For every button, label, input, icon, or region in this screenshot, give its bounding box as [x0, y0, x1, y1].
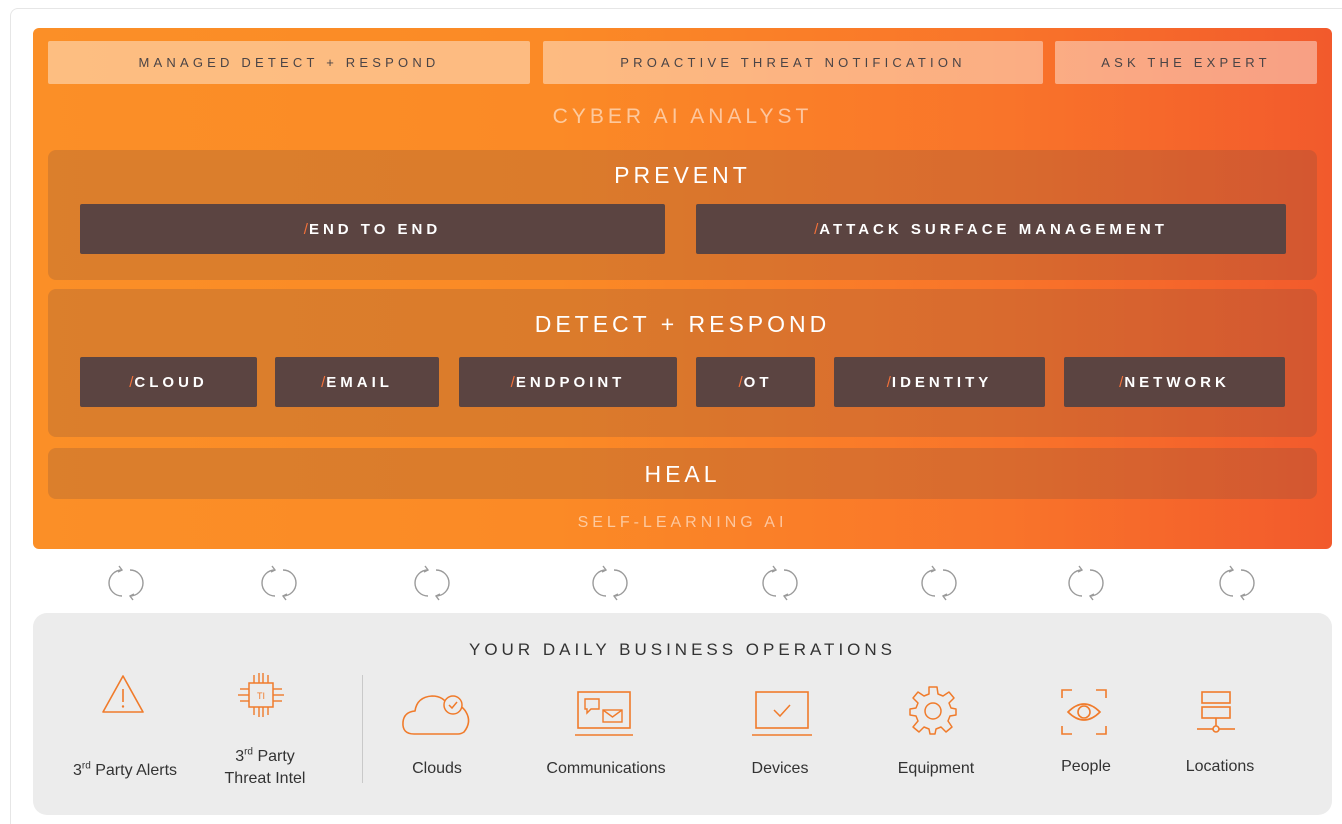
slash-mark: / — [303, 220, 308, 238]
cycle-icon — [921, 565, 957, 601]
heal-band: HEAL — [48, 448, 1317, 499]
network-location-icon — [1197, 691, 1235, 733]
detect-item-label: EMAIL — [326, 373, 393, 391]
slash-mark: / — [738, 373, 743, 391]
third-party-alerts-number: 3 — [72, 762, 82, 779]
ask-the-expert-label: ASK THE EXPERT — [1101, 55, 1271, 70]
third-party-threat-intel-label: 3rd Party Threat Intel — [185, 746, 345, 790]
detect-item-cloud: /CLOUD — [80, 357, 257, 407]
communications-icon — [575, 691, 633, 736]
detect-item-label: NETWORK — [1124, 373, 1230, 391]
business-operations-panel — [33, 613, 1332, 815]
managed-detect-respond-service: MANAGED DETECT + RESPOND — [48, 41, 530, 84]
warning-icon — [102, 675, 144, 713]
third-party-threat-intel-line2: Threat Intel — [224, 770, 306, 787]
clouds-label: Clouds — [412, 760, 462, 777]
detect-item-label: IDENTITY — [891, 373, 993, 391]
cycle-icon — [592, 565, 628, 601]
third-party-intel-number: 3 — [235, 748, 245, 765]
cyber-ai-analyst-title: CYBER AI ANALYST — [552, 105, 813, 128]
cycle-icon — [261, 565, 297, 601]
slash-mark: / — [129, 373, 134, 391]
business-operations-title: YOUR DAILY BUSINESS OPERATIONS — [468, 640, 897, 659]
self-learning-ai-title: SELF-LEARNING AI — [577, 514, 788, 531]
platform-panel — [33, 28, 1332, 549]
third-party-alerts-text: Party Alerts — [90, 762, 178, 779]
people-label: People — [1061, 758, 1111, 775]
threat-intel-chip-icon: TI — [238, 673, 284, 717]
detect-item-label: OT — [743, 373, 773, 391]
detect-item-label: CLOUD — [134, 373, 208, 391]
proactive-threat-notification-label: PROACTIVE THREAT NOTIFICATION — [620, 55, 966, 70]
diagram-frame — [10, 8, 1342, 824]
ask-the-expert-service: ASK THE EXPERT — [1055, 41, 1317, 84]
section-divider — [362, 675, 363, 783]
cloud-check-icon — [402, 695, 470, 735]
cycle-icon — [108, 565, 144, 601]
slash-mark: / — [814, 220, 819, 238]
third-party-threat-intel-line1: 3rd Party — [185, 746, 345, 768]
detect-respond-title: DETECT + RESPOND — [534, 311, 831, 337]
detect-item-label: ENDPOINT — [515, 373, 626, 391]
cycle-icon — [1068, 565, 1104, 601]
slash-mark: / — [321, 373, 326, 391]
prevent-item-label: ATTACK SURFACE MANAGEMENT — [819, 220, 1168, 238]
slash-mark: / — [1119, 373, 1124, 391]
devices-label: Devices — [751, 760, 809, 777]
equipment-label: Equipment — [897, 760, 975, 777]
ti-badge: TI — [257, 691, 265, 701]
prevent-item-end-to-end: /END TO END — [80, 204, 665, 254]
prevent-title: PREVENT — [614, 162, 751, 188]
prevent-item-label: END TO END — [308, 220, 442, 238]
detect-item-endpoint: /ENDPOINT — [459, 357, 677, 407]
detect-item-network: /NETWORK — [1064, 357, 1285, 407]
communications-label: Communications — [546, 760, 666, 777]
slash-mark: / — [510, 373, 515, 391]
third-party-intel-ordinal: rd — [244, 746, 253, 758]
cycle-icon — [1219, 565, 1255, 601]
managed-detect-respond-label: MANAGED DETECT + RESPOND — [138, 55, 440, 70]
cycle-icon — [414, 565, 450, 601]
third-party-alerts-ordinal: rd — [81, 760, 91, 772]
locations-label: Locations — [1185, 758, 1255, 775]
slash-mark: / — [886, 373, 891, 391]
eye-scan-icon — [1061, 689, 1107, 735]
third-party-intel-text: Party — [253, 748, 295, 765]
proactive-threat-notification-service: PROACTIVE THREAT NOTIFICATION — [543, 41, 1043, 84]
prevent-item-attack-surface-management: /ATTACK SURFACE MANAGEMENT — [696, 204, 1286, 254]
heal-title: HEAL — [644, 461, 721, 487]
detect-item-email: /EMAIL — [275, 357, 439, 407]
cycle-icon — [762, 565, 798, 601]
detect-item-identity: /IDENTITY — [834, 357, 1045, 407]
device-check-icon — [752, 691, 812, 736]
detect-item-ot: /OT — [696, 357, 815, 407]
gear-icon — [909, 686, 957, 735]
third-party-alerts-label: 3rd Party Alerts — [45, 760, 205, 782]
